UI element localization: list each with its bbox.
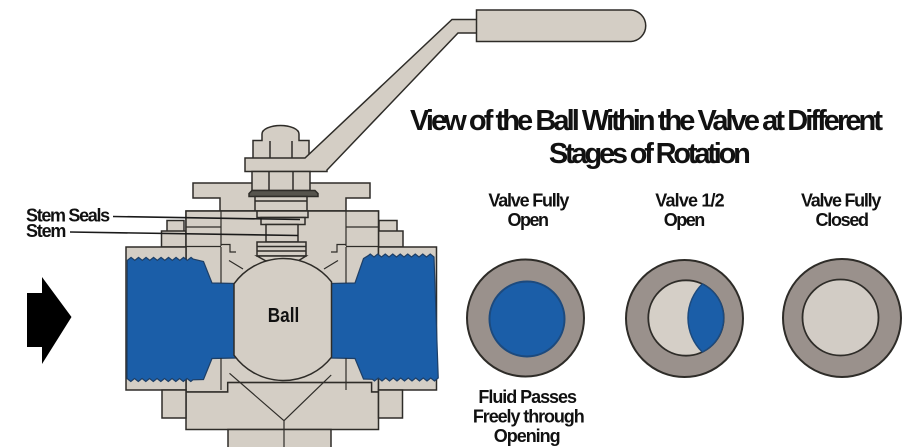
svg-text:Fluid Passes: Fluid Passes xyxy=(478,387,577,407)
svg-text:Stem: Stem xyxy=(26,221,66,241)
svg-text:Valve Fully: Valve Fully xyxy=(488,191,569,211)
svg-text:View of the Ball Within the Va: View of the Ball Within the Valve at Dif… xyxy=(410,105,883,137)
svg-text:Open: Open xyxy=(507,210,549,230)
svg-text:Open: Open xyxy=(664,210,706,230)
svg-text:Opening: Opening xyxy=(494,426,561,446)
svg-text:Valve Fully: Valve Fully xyxy=(801,191,881,211)
svg-text:Freely through: Freely through xyxy=(473,407,585,427)
svg-text:Valve 1/2: Valve 1/2 xyxy=(655,191,724,211)
svg-text:Stem Seals: Stem Seals xyxy=(26,205,110,225)
svg-text:Ball: Ball xyxy=(268,305,300,327)
svg-text:Closed: Closed xyxy=(816,210,870,230)
svg-text:Stages of Rotation: Stages of Rotation xyxy=(549,138,751,170)
